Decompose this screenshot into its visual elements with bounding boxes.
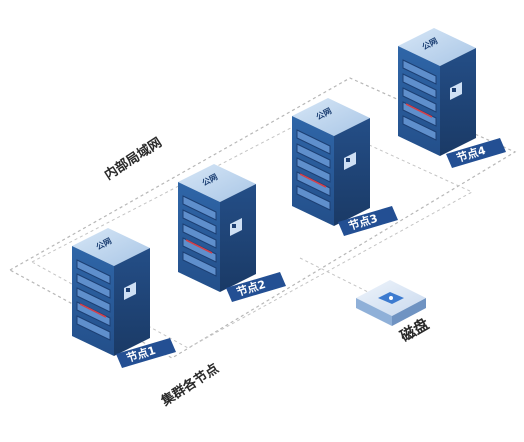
- server-rack-node3: 公网: [292, 98, 370, 226]
- server-rack-node4: 公网: [398, 28, 476, 156]
- server-rack-node2: 公网: [178, 164, 256, 292]
- cluster-label: 集群各节点: [158, 361, 222, 410]
- disk-device: [356, 280, 426, 326]
- server-rack-node1: 公网: [72, 228, 150, 356]
- disk-dashed-link: [299, 257, 369, 293]
- disk-icon: [378, 292, 404, 304]
- lan-label: 内部局域网: [101, 135, 164, 184]
